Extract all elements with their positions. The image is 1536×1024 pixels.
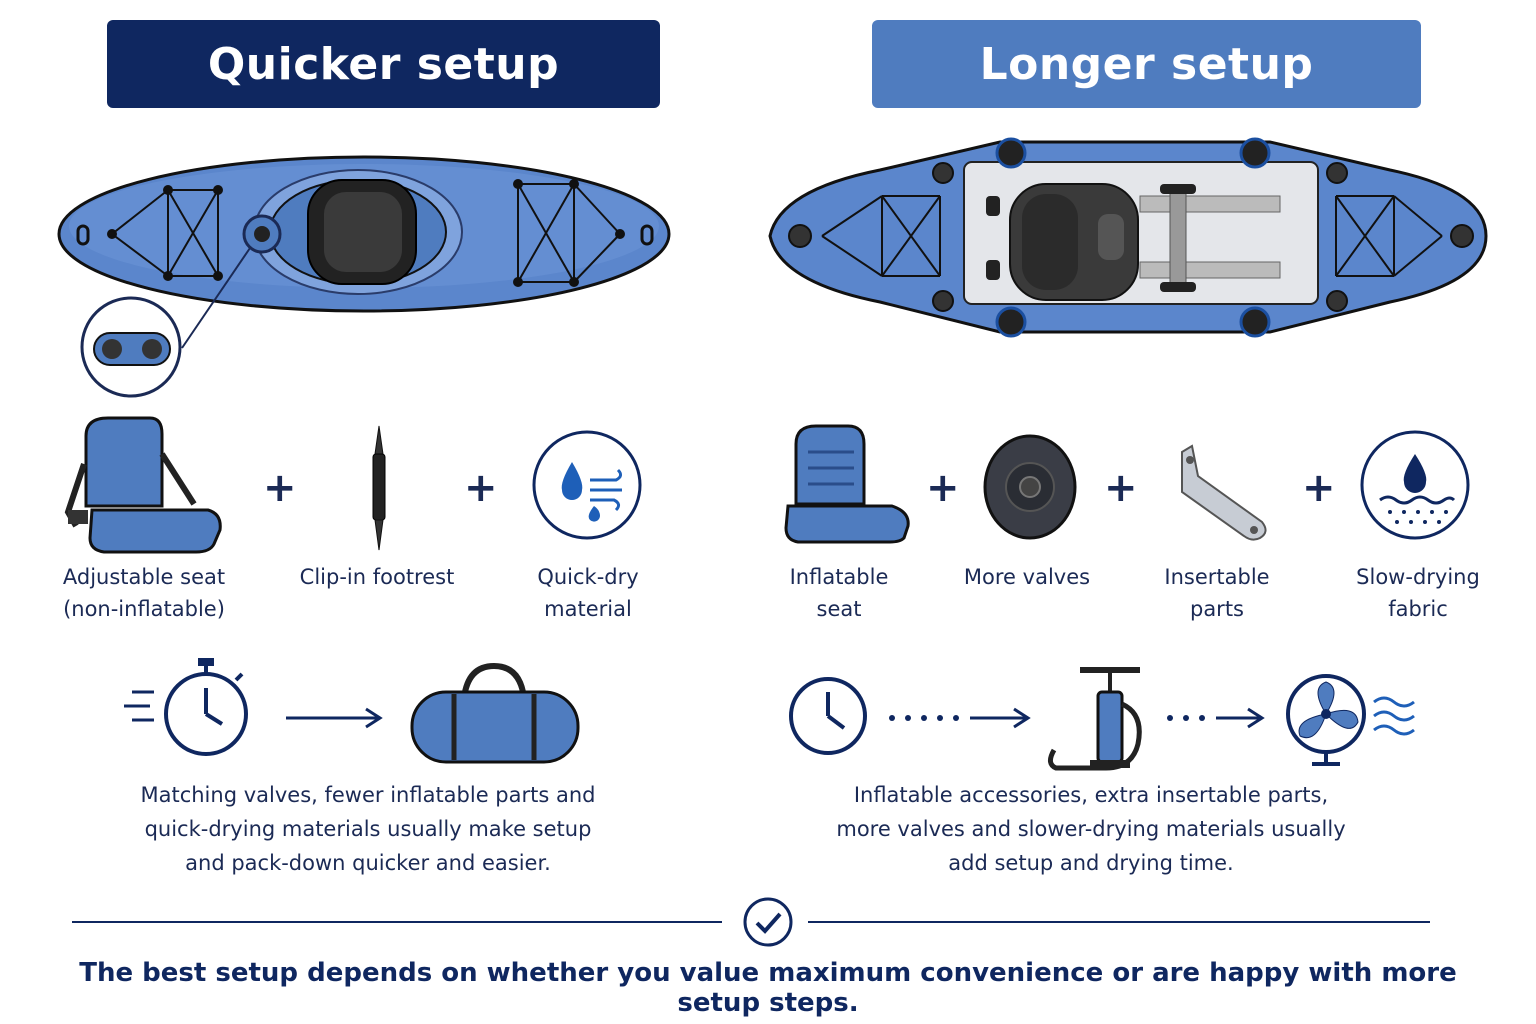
valve-icon: [983, 434, 1077, 540]
item-label: Slow-drying fabric: [1356, 565, 1480, 621]
plus-sign: +: [263, 465, 297, 511]
hardshell-kayak-illustration: [57, 155, 671, 398]
duffel-bag-icon: [410, 662, 580, 764]
longer-setup-header: Longer setup: [872, 20, 1421, 108]
fan-icon: [1286, 674, 1415, 766]
clock-icon: [789, 677, 867, 755]
item-label: Adjustable seat (non-inflatable): [62, 565, 226, 621]
dotted-arrow-icon: [1167, 707, 1265, 729]
divider: [72, 921, 1430, 923]
item-label: Insertable parts: [1164, 565, 1270, 621]
quick-dry-icon: [532, 430, 642, 540]
seat-icon: [64, 416, 222, 554]
plus-sign: +: [464, 465, 498, 511]
left-caption: Matching valves, fewer inflatable parts …: [140, 783, 596, 875]
plus-sign: +: [926, 465, 960, 511]
quicker-setup-header: Quicker setup: [107, 20, 660, 108]
item-label: Inflatable seat: [789, 565, 889, 621]
arrow-icon: [286, 707, 383, 729]
checkmark-icon: [743, 897, 793, 947]
item-label: More valves: [963, 565, 1091, 589]
conclusion-text: The best setup depends on whether you va…: [79, 958, 1457, 1018]
pump-icon: [1048, 667, 1142, 771]
stopwatch-icon: [124, 658, 248, 756]
footrest-icon: [372, 425, 386, 551]
slow-dry-icon: [1360, 430, 1470, 540]
item-label: Quick-dry material: [537, 565, 639, 621]
bracket-icon: [1181, 444, 1267, 541]
item-label: Clip-in footrest: [299, 565, 455, 589]
plus-sign: +: [1302, 465, 1336, 511]
right-caption: Inflatable accessories, extra insertable…: [836, 783, 1346, 875]
inflatable-seat-icon: [784, 424, 910, 544]
dotted-arrow-icon: [889, 707, 1031, 729]
inflatable-kayak-illustration: [768, 137, 1488, 338]
plus-sign: +: [1104, 465, 1138, 511]
